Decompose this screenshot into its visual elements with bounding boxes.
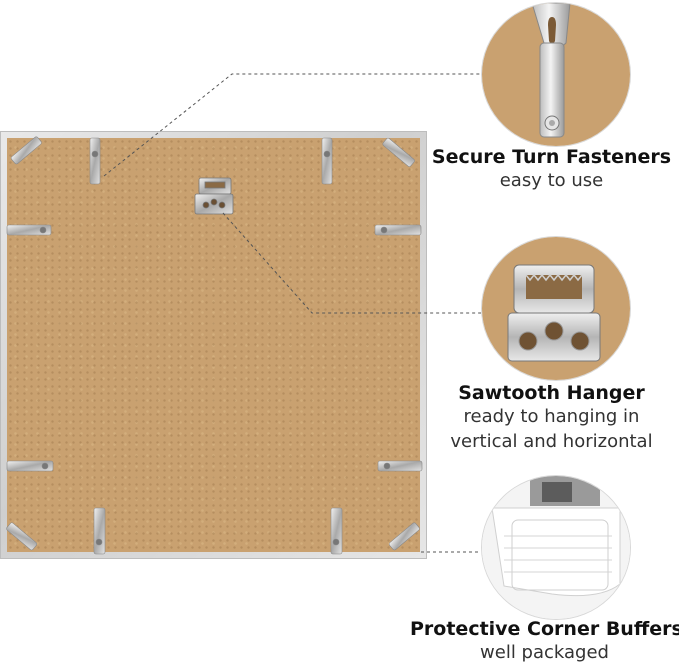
turn-fastener-closeup-icon [482,3,630,146]
feature-subtitle: ready to hanging in [463,406,640,427]
feature-title: Secure Turn Fasteners [431,146,672,168]
frame-back [0,131,427,559]
top-fastener-right [321,137,333,185]
feature-label-buffers: Protective Corner Buffers well packaged [410,618,679,665]
feature-subtitle: easy to use [499,170,604,191]
feature-label-hanger: Sawtooth Hanger ready to hanging in vert… [424,382,679,454]
left-fastener-bottom [6,460,54,472]
sawtooth-hanger-closeup-icon [482,237,630,380]
bottom-fastener-left [93,507,106,555]
zoom-circle-corner-buffers [481,475,631,620]
feature-title: Protective Corner Buffers [410,618,679,640]
sawtooth-hanger [194,177,234,215]
feature-subtitle: vertical and horizontal [450,431,653,452]
corner-buffer-closeup-icon [482,476,630,619]
right-fastener-bottom [377,460,423,472]
corner-fastener-tl [10,136,42,165]
left-fastener-top [6,224,52,236]
zoom-circle-turn-fastener [481,2,631,147]
corner-fastener-tr [382,137,415,167]
zoom-circle-sawtooth-hanger [481,236,631,381]
corner-fastener-br [388,522,420,551]
feature-title: Sawtooth Hanger [458,382,645,404]
feature-label-fasteners: Secure Turn Fasteners easy to use [424,146,679,193]
feature-subtitle: well packaged [480,642,609,663]
fasteners-overlay [6,136,423,555]
bottom-fastener-right [330,507,343,555]
right-fastener-top [374,224,422,236]
top-fastener-left [89,137,101,185]
corner-fastener-bl [6,522,38,551]
